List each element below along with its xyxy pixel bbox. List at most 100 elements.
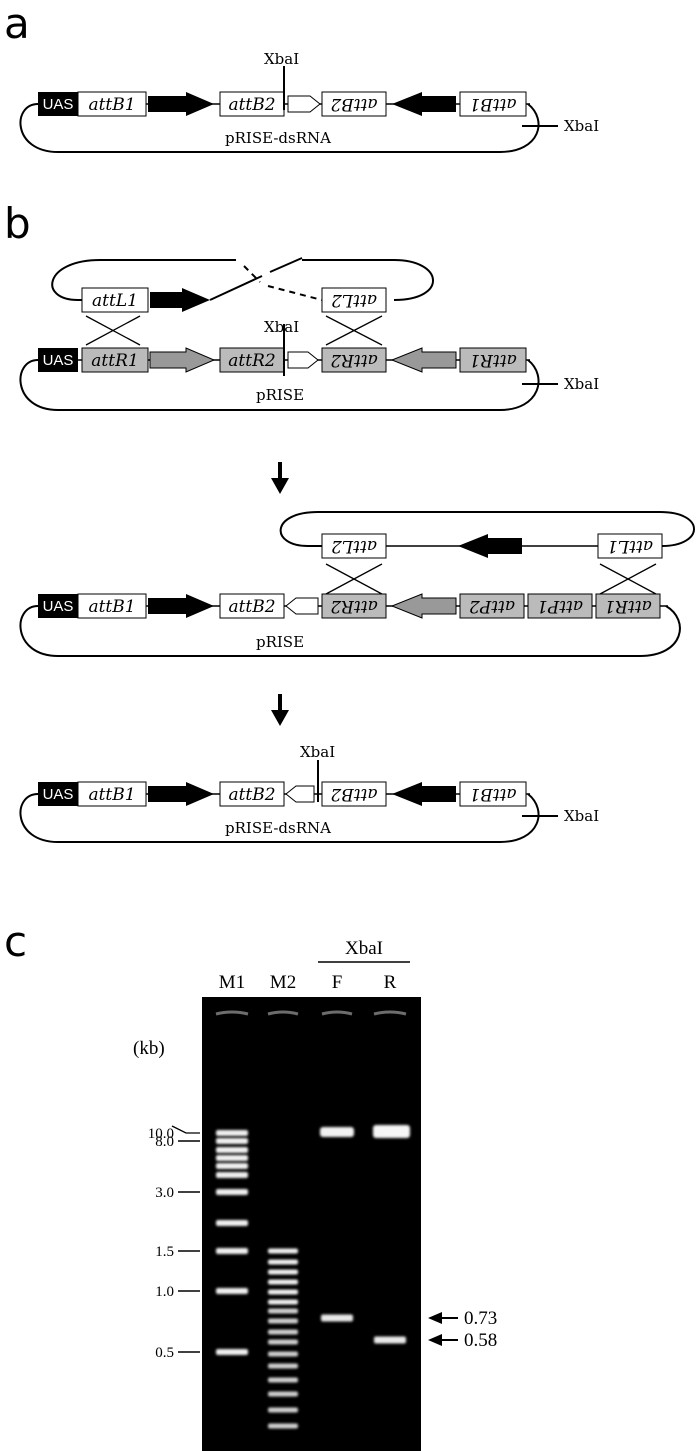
panel-a-letter: a <box>4 0 30 48</box>
attb1-inverted-box <box>459 781 527 807</box>
panel-c: c XbaI M1 M2 F R (kb) 10.08.03.01.51.00.… <box>4 917 497 1451</box>
band-size-label: 0.73 <box>464 1308 497 1329</box>
attb1-box <box>77 91 147 117</box>
attb1-label: attB1 <box>88 785 135 805</box>
ladder-band <box>268 1299 298 1305</box>
lane-label-r: R <box>384 972 397 993</box>
attr2-inverted-label: attR2 <box>330 350 377 370</box>
band-arrow-head <box>428 1312 442 1324</box>
attp1-inverted-label: attP1 <box>537 596 583 616</box>
attr2-inverted-box <box>321 347 387 373</box>
attp2-inverted-box <box>459 593 525 619</box>
forward-arrow <box>148 92 214 116</box>
spacer-arrow <box>285 785 315 803</box>
attb2-box <box>219 781 285 807</box>
band-arrow-head <box>428 1334 442 1346</box>
attb1-box <box>77 781 147 807</box>
plasmid-label: pRISE <box>256 633 304 651</box>
ladder-band <box>268 1339 298 1345</box>
xbai-top-label: XbaI <box>264 318 299 336</box>
ladder-band <box>216 1130 248 1136</box>
ladder-band <box>268 1259 298 1265</box>
attl2-inverted-box <box>321 533 387 559</box>
ladder-band <box>216 1220 248 1226</box>
recombination-cross-1 <box>85 315 383 346</box>
xbai-right-label: XbaI <box>564 807 599 825</box>
panel-c-letter: c <box>4 917 27 966</box>
ladder-band <box>216 1155 248 1161</box>
attr1-label: attR1 <box>91 351 138 371</box>
ladder-band <box>268 1308 298 1314</box>
uas-label: UAS <box>43 352 74 369</box>
attb1-label: attB1 <box>88 597 135 617</box>
marker-size-label: 0.5 <box>155 1345 174 1361</box>
plasmid-label: pRISE-dsRNA <box>225 129 331 147</box>
uas-box <box>38 594 78 618</box>
uas-box <box>38 92 78 116</box>
uas-box <box>38 782 78 806</box>
attl2-inverted-label: attL2 <box>331 536 377 556</box>
ladder-band <box>216 1189 248 1195</box>
marker-size-label: 1.5 <box>155 1244 174 1260</box>
ladder-band <box>216 1138 248 1144</box>
ladder-band <box>268 1377 298 1383</box>
ladder-band <box>268 1289 298 1295</box>
gel-wells <box>215 1010 407 1016</box>
enzyme-label: XbaI <box>345 938 383 959</box>
attr1-inverted-label: attR1 <box>604 596 651 616</box>
forward-arrow <box>148 594 214 618</box>
forward-arrow <box>148 782 214 806</box>
ladder-band <box>216 1349 248 1355</box>
attb1-inverted-label: attB1 <box>469 784 516 804</box>
ladder-band <box>268 1248 298 1254</box>
attb2-label: attB2 <box>228 95 275 115</box>
uas-label: UAS <box>43 598 74 615</box>
donor-plasmid-2: attL2 attL1 <box>279 511 695 559</box>
panel-b: b attL1 attL2 UAS <box>4 199 695 843</box>
ladder-band <box>216 1172 248 1178</box>
attl2-inverted-box <box>321 287 387 313</box>
xbai-top-label: XbaI <box>264 50 299 68</box>
lane-label-m1: M1 <box>219 972 245 993</box>
marker-size-label: 10.0 <box>148 1126 174 1142</box>
marker-size-label: 8.0 <box>155 1134 174 1150</box>
attr2-inverted-box <box>321 593 387 619</box>
plasmid-label: pRISE-dsRNA <box>225 819 331 837</box>
ladder-band <box>268 1363 298 1369</box>
attb1-label: attB1 <box>88 95 135 115</box>
band-r-insert <box>374 1336 406 1344</box>
ccdb-reverse-arrow <box>390 347 457 373</box>
panel-b-letter: b <box>4 199 31 248</box>
attr1-inverted-label: attR1 <box>469 350 516 370</box>
marker-tick <box>171 1125 200 1134</box>
down-arrow-1 <box>271 462 289 494</box>
spacer-arrow <box>285 597 319 615</box>
attp2-inverted-label: attP2 <box>469 596 515 616</box>
attr1-inverted-box <box>595 593 661 619</box>
attb2-inverted-box <box>321 781 387 807</box>
attr1-inverted-box <box>459 347 527 373</box>
panel-a: a UAS attB1 attB2 XbaI attB2 attB1 XbaI … <box>4 0 599 153</box>
ladder-band <box>268 1351 298 1357</box>
attl2-inverted-label: attL2 <box>331 290 377 310</box>
attb1-box <box>77 593 147 619</box>
xbai-top-label: XbaI <box>300 743 335 761</box>
ladder-band <box>268 1318 298 1324</box>
attl1-label: attL1 <box>92 291 138 311</box>
attr2-inverted-label: attR2 <box>330 596 377 616</box>
attp1-inverted-box <box>527 593 593 619</box>
spacer-arrow <box>287 351 319 369</box>
m1-ladder <box>216 1130 248 1355</box>
ladder-band <box>268 1329 298 1335</box>
attb1-inverted-label: attB1 <box>469 94 516 114</box>
donor-forward-arrow <box>150 288 210 312</box>
down-arrow-2 <box>271 694 289 726</box>
uas-label: UAS <box>43 96 74 113</box>
xbai-right-label: XbaI <box>564 375 599 393</box>
attl1-box <box>81 287 149 313</box>
insert-bands: 0.730.58 <box>321 1308 497 1351</box>
spacer-arrow <box>287 95 321 113</box>
ladder-band <box>216 1147 248 1153</box>
ladder-band <box>216 1163 248 1169</box>
ccdb-reverse-arrow <box>390 593 457 619</box>
